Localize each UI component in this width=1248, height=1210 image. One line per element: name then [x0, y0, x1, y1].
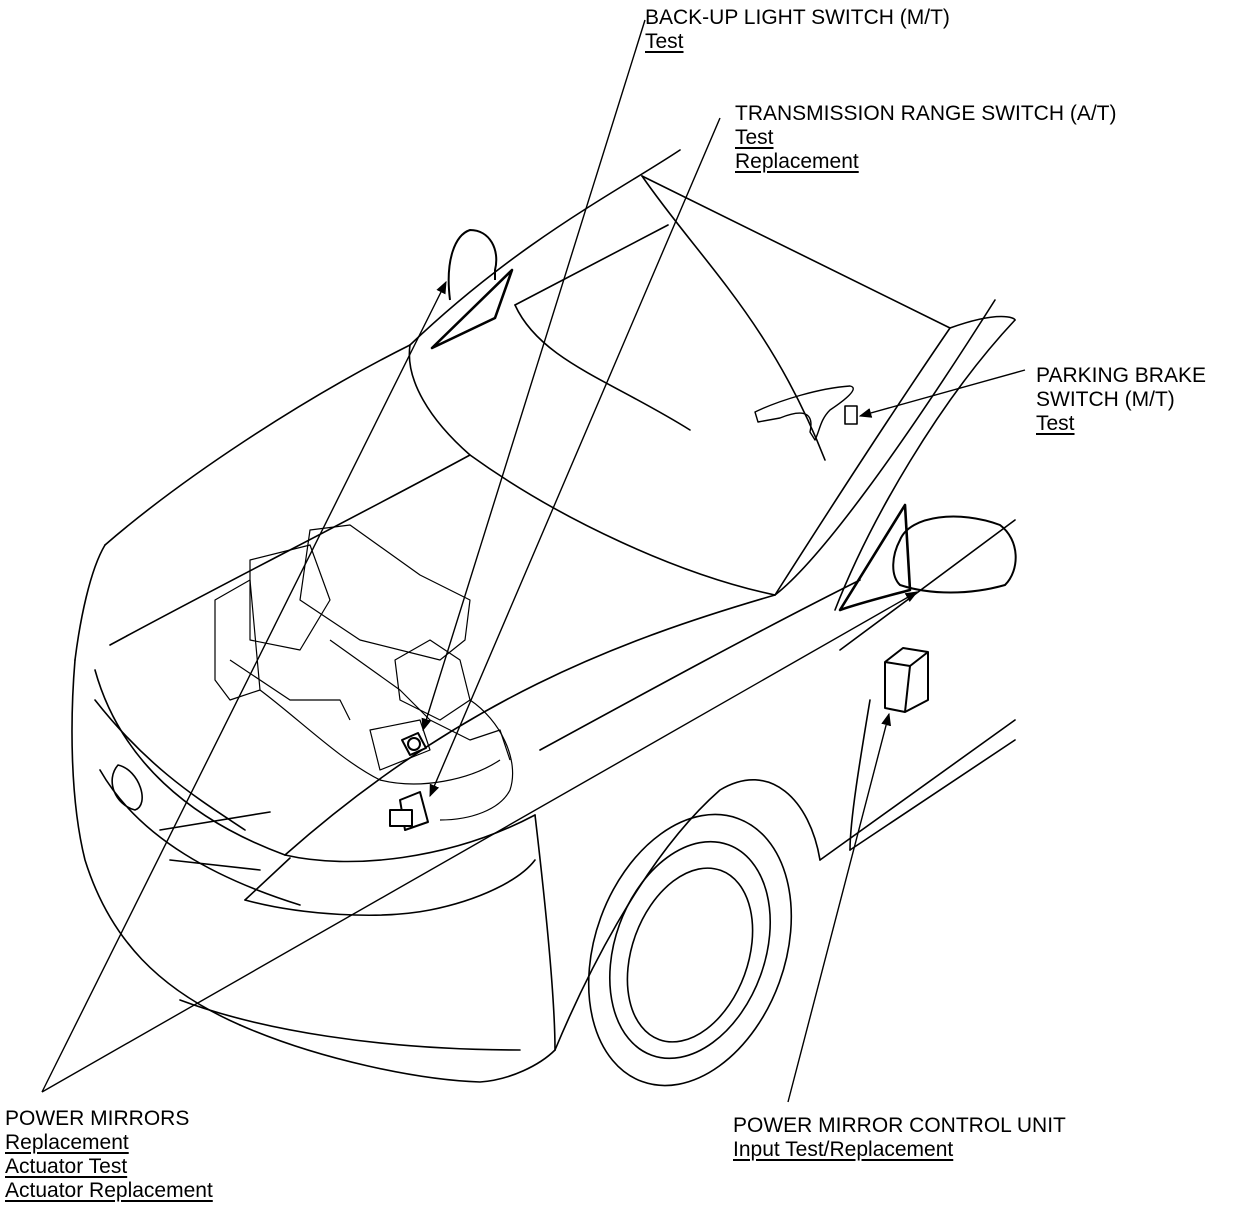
mirror-shapes	[430, 229, 1017, 612]
parking-brake-switch-callout: PARKING BRAKE SWITCH (M/T) Test	[1036, 364, 1206, 436]
parking-brake-switch-title-line1: PARKING BRAKE	[1036, 364, 1206, 387]
transmission-range-switch-callout: TRANSMISSION RANGE SWITCH (A/T) Test Rep…	[735, 102, 1117, 174]
transmission-range-switch-title: TRANSMISSION RANGE SWITCH (A/T)	[735, 102, 1117, 125]
power-mirror-control-unit-input-test-link[interactable]: Input Test/Replacement	[733, 1138, 954, 1161]
backup-light-switch-test-link[interactable]: Test	[645, 30, 684, 53]
power-mirrors-callout: POWER MIRRORS Replacement Actuator Test …	[5, 1107, 213, 1203]
backup-light-leader	[421, 19, 646, 732]
parking-brake-lever	[754, 385, 858, 441]
power-mirrors-leader-right	[41, 591, 919, 1093]
engine-transmission-assembly	[214, 524, 514, 821]
transmission-range-leader	[429, 117, 721, 798]
power-mirrors-title: POWER MIRRORS	[5, 1107, 190, 1130]
leader-lines	[41, 19, 1026, 1103]
power-mirror-control-unit-title: POWER MIRROR CONTROL UNIT	[733, 1114, 1066, 1137]
parking-brake-switch-title-line2: SWITCH (M/T)	[1036, 388, 1175, 411]
backup-light-switch-title: BACK-UP LIGHT SWITCH (M/T)	[645, 6, 950, 29]
backup-light-switch-callout: BACK-UP LIGHT SWITCH (M/T) Test	[645, 6, 950, 54]
car-body-outline	[71, 149, 1016, 1087]
power-mirrors-replacement-link[interactable]: Replacement	[5, 1131, 129, 1154]
power-mirrors-actuator-replacement-link[interactable]: Actuator Replacement	[5, 1179, 213, 1202]
power-mirrors-leader-left	[41, 280, 447, 1093]
control-unit-leader	[787, 712, 892, 1103]
parking-brake-test-link[interactable]: Test	[1036, 412, 1075, 435]
control-unit-box	[884, 647, 929, 713]
power-mirrors-actuator-test-link[interactable]: Actuator Test	[5, 1155, 128, 1178]
power-mirror-control-unit-callout: POWER MIRROR CONTROL UNIT Input Test/Rep…	[733, 1114, 1066, 1162]
switch-components	[389, 732, 429, 831]
parking-brake-leader	[858, 369, 1026, 418]
transmission-range-replacement-link[interactable]: Replacement	[735, 150, 859, 173]
transmission-range-test-link[interactable]: Test	[735, 126, 774, 149]
